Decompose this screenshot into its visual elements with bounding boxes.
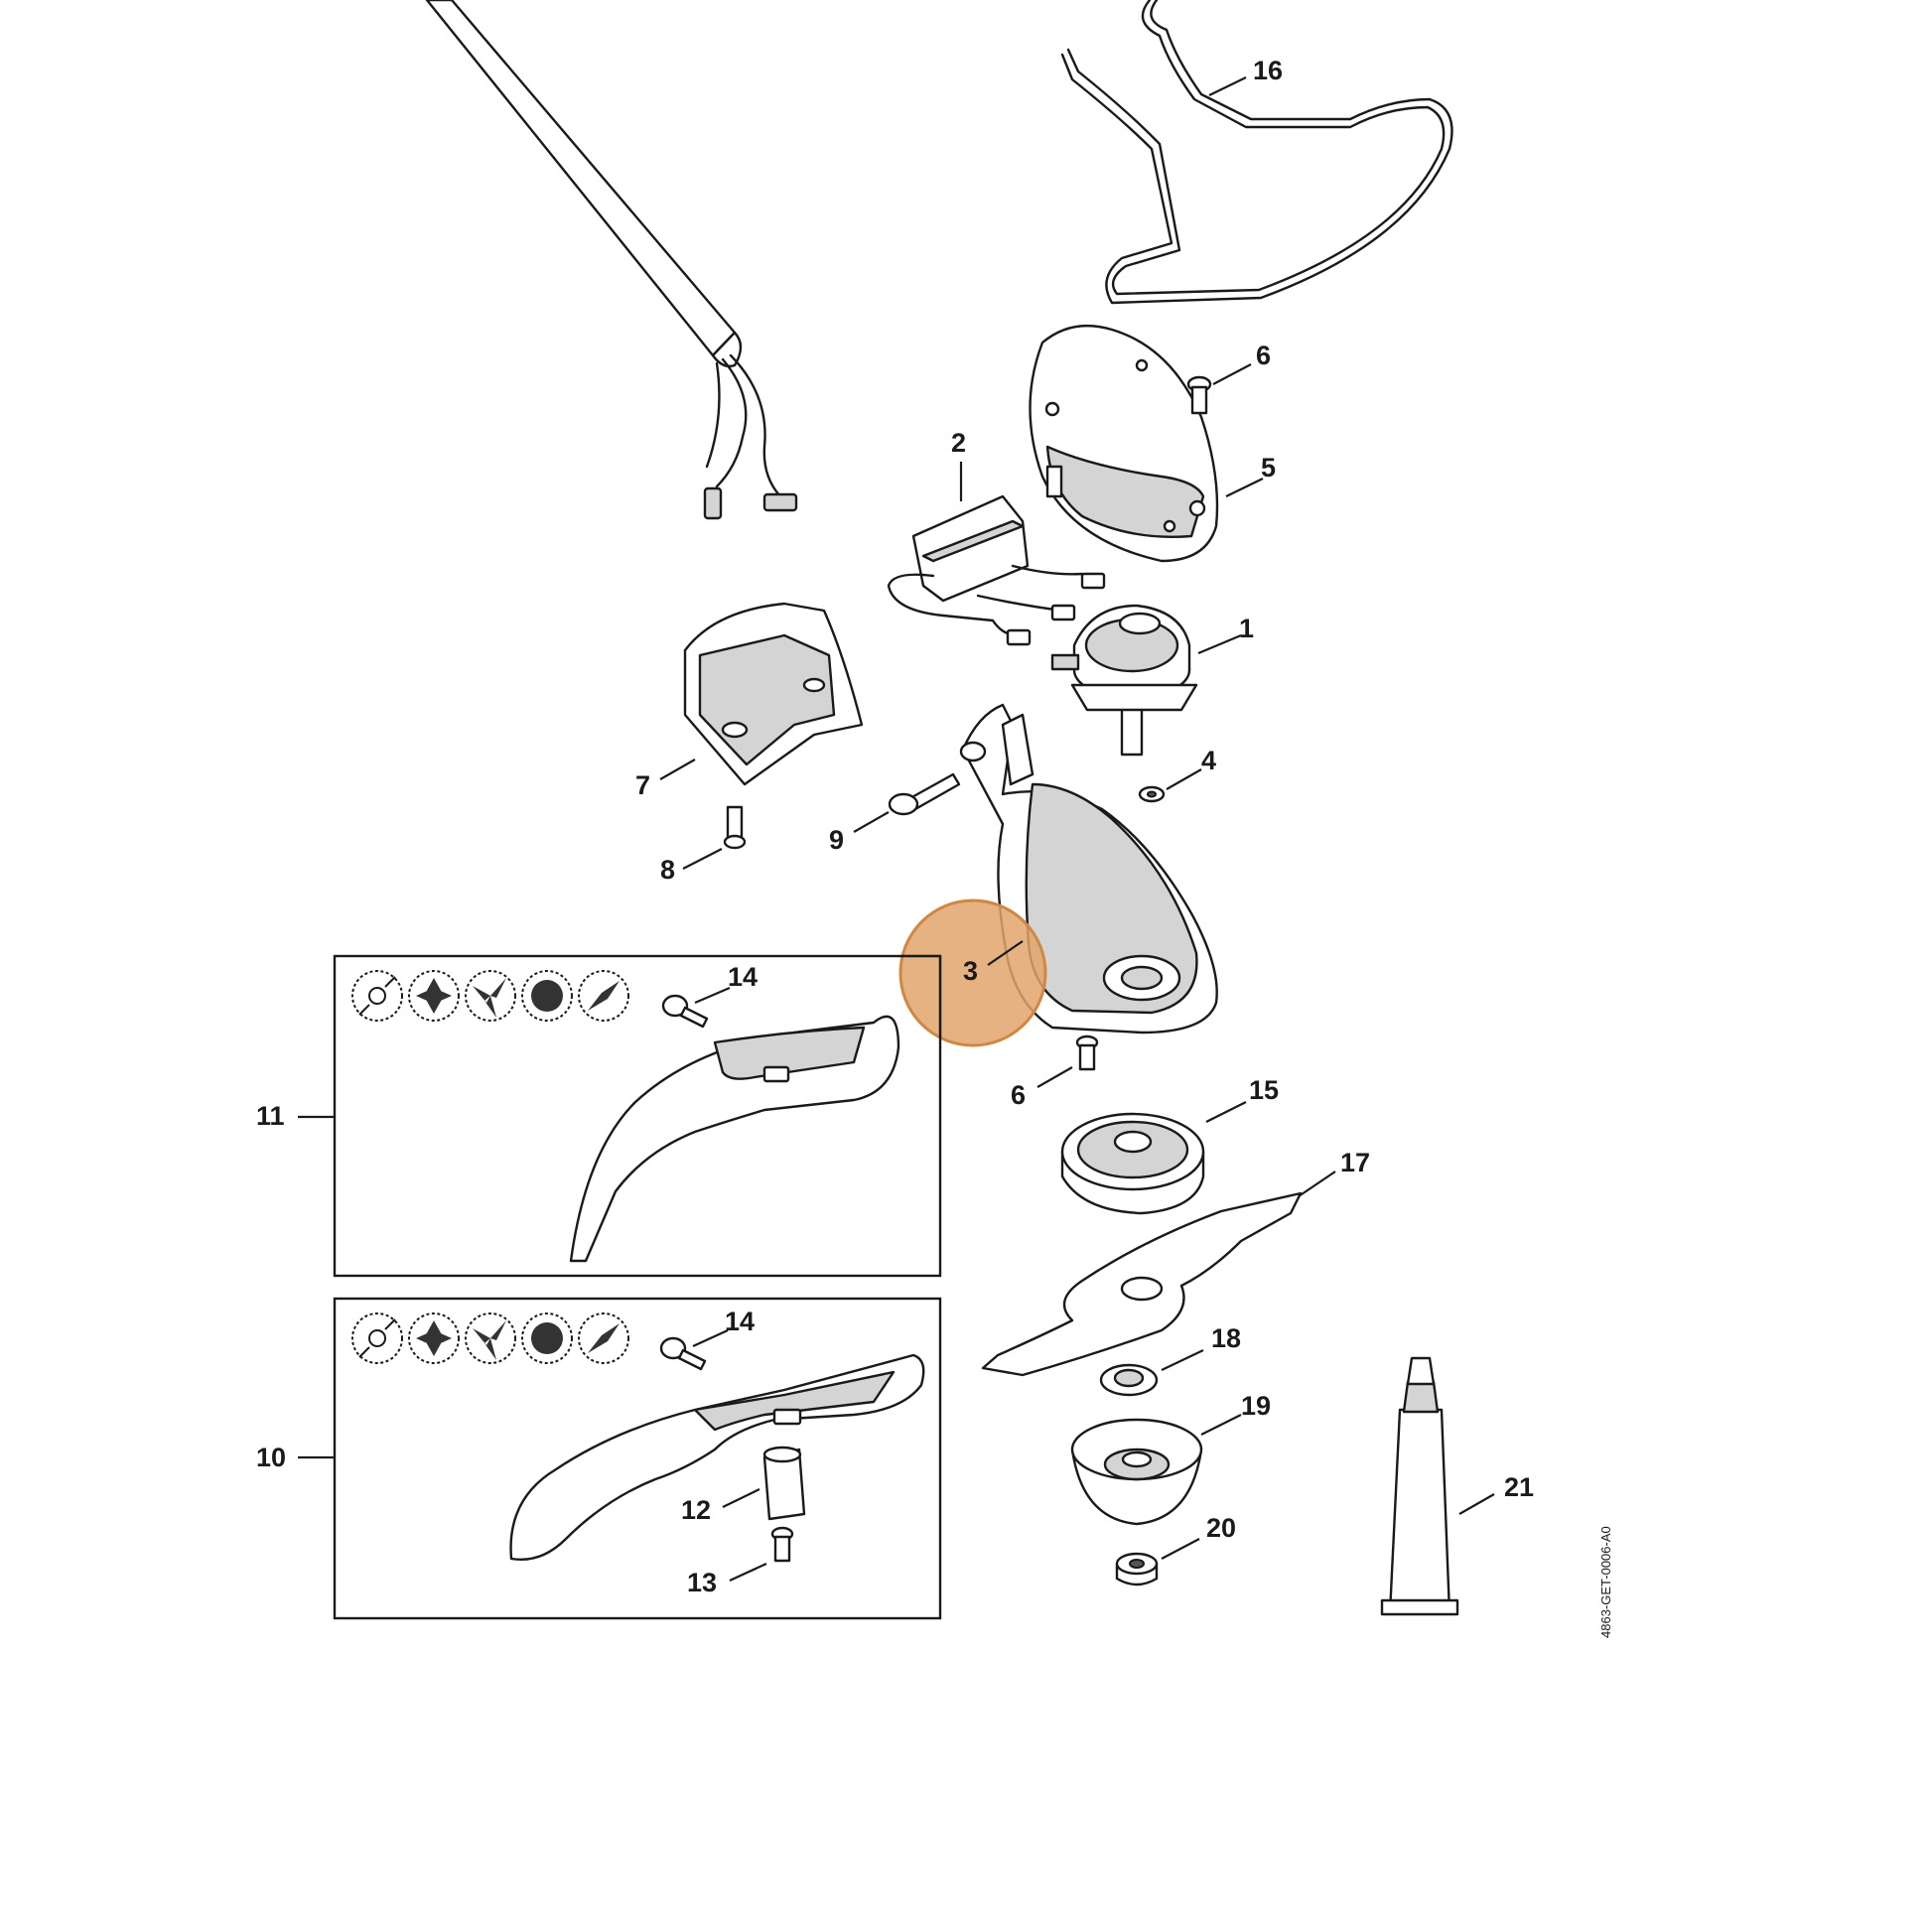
- washer-part-4: [1138, 785, 1166, 803]
- guard-part-10: [509, 1353, 925, 1561]
- mowing-head-icon: [351, 970, 403, 1022]
- callout-19: 19: [1241, 1391, 1271, 1421]
- nut-part-20: [1115, 1552, 1159, 1587]
- brush-knife-icon: [578, 1312, 629, 1364]
- callout-14-upper: 14: [728, 962, 758, 992]
- callout-17: 17: [1340, 1148, 1370, 1177]
- callout-16: 16: [1253, 56, 1283, 85]
- screw-part-6-lower: [1075, 1035, 1099, 1071]
- callout-14-lower: 14: [725, 1307, 755, 1336]
- screw-part-6-upper: [1186, 375, 1212, 415]
- motor-cover-part-5: [1029, 324, 1219, 563]
- three-tooth-blade-icon: [465, 1312, 516, 1364]
- thrust-plate-part-15: [1060, 1112, 1205, 1215]
- screw-part-14-upper: [661, 994, 709, 1029]
- callout-10: 10: [256, 1443, 286, 1472]
- grease-tube-part-21: [1380, 1356, 1459, 1616]
- motor-part-1: [1050, 604, 1198, 757]
- callout-12: 12: [681, 1495, 711, 1525]
- callout-15: 15: [1249, 1075, 1279, 1105]
- electronics-module-part-2: [887, 494, 1106, 646]
- screw-part-9: [888, 772, 961, 816]
- callout-4: 4: [1201, 746, 1216, 775]
- callout-18: 18: [1211, 1323, 1241, 1353]
- grass-blade-part-17: [981, 1191, 1303, 1377]
- callout-6-lower: 6: [1011, 1080, 1026, 1110]
- tool-symbols-box-10: [351, 1312, 629, 1364]
- callout-8: 8: [660, 855, 675, 885]
- callout-11: 11: [256, 1101, 285, 1131]
- callout-6-upper: 6: [1256, 341, 1271, 370]
- callout-3: 3: [963, 956, 978, 986]
- callout-20: 20: [1206, 1513, 1236, 1543]
- three-tooth-blade-icon: [465, 970, 516, 1022]
- circular-saw-icon: [521, 970, 573, 1022]
- grass-blade-icon: [408, 970, 460, 1022]
- callout-9: 9: [829, 825, 844, 855]
- spacer-part-12: [762, 1446, 806, 1521]
- tool-symbols-box-11: [351, 970, 629, 1022]
- housing-shell-part-7: [683, 602, 864, 786]
- callout-21: 21: [1504, 1472, 1534, 1502]
- grass-blade-icon: [408, 1312, 460, 1364]
- screw-part-13: [770, 1526, 794, 1563]
- callout-2: 2: [951, 428, 966, 458]
- callout-7: 7: [635, 770, 650, 800]
- brush-knife-icon: [578, 970, 629, 1022]
- document-id: 4863-GET-0006-A0: [1598, 1526, 1613, 1638]
- thrust-cup-part-19: [1070, 1418, 1203, 1526]
- callout-5: 5: [1261, 453, 1276, 483]
- wire-guard-part-16: [1060, 0, 1453, 305]
- highlight-marker-part-3: [898, 898, 1047, 1047]
- mowing-head-icon: [351, 1312, 403, 1364]
- callout-13: 13: [687, 1568, 717, 1597]
- drive-tube: [425, 0, 798, 520]
- screw-part-8: [723, 805, 747, 850]
- guard-part-11: [569, 1015, 900, 1263]
- callout-1: 1: [1239, 614, 1254, 643]
- washer-part-18: [1099, 1363, 1159, 1397]
- circular-saw-icon: [521, 1312, 573, 1364]
- screw-part-14-lower: [659, 1336, 707, 1371]
